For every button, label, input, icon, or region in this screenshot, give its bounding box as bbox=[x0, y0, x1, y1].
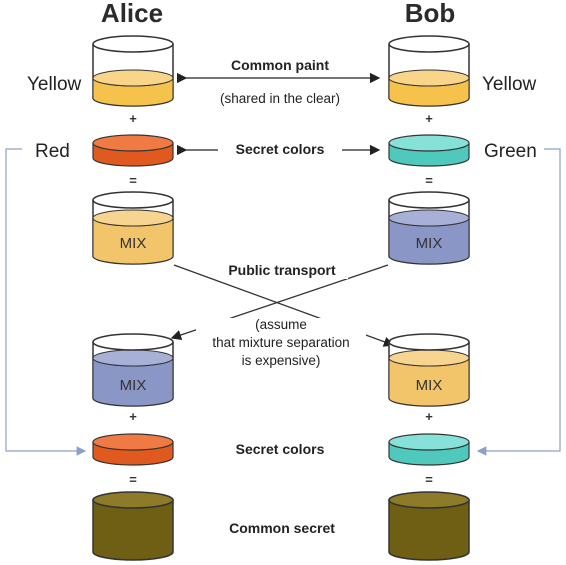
bob-received-mix-container bbox=[388, 333, 470, 407]
assume-line-2: that mixture separation bbox=[212, 335, 349, 350]
bob-mix-container bbox=[388, 191, 470, 265]
red-label: Red bbox=[35, 141, 70, 162]
alice-common-secret-cylinder bbox=[92, 491, 174, 561]
bob-mix-label: MIX bbox=[416, 235, 443, 252]
bob-equals-2: = bbox=[425, 472, 433, 487]
bob-secret-reuse-arrow bbox=[476, 148, 561, 456]
bob-received-mix-label: MIX bbox=[416, 377, 443, 394]
alice-red-disc-2 bbox=[92, 433, 174, 466]
alice-red-disc bbox=[92, 134, 174, 167]
assume-line-3: is expensive) bbox=[242, 353, 321, 368]
alice-equals-1: = bbox=[129, 173, 137, 188]
transport-label-bg bbox=[218, 261, 348, 279]
bob-teal-disc-2 bbox=[388, 433, 470, 466]
alice-mix-container bbox=[92, 191, 174, 265]
bob-plus-1: + bbox=[425, 111, 433, 126]
alice-plus-2: + bbox=[129, 409, 137, 424]
public-transport-label: Public transport bbox=[228, 262, 336, 278]
bob-title: Bob bbox=[405, 0, 456, 28]
bob-yellow-container bbox=[388, 35, 470, 107]
alice-mix-label: MIX bbox=[120, 235, 147, 252]
assume-line-1: (assume bbox=[255, 317, 307, 332]
bob-common-secret-cylinder bbox=[388, 491, 470, 561]
assumption-bg bbox=[196, 318, 366, 370]
alice-plus-1: + bbox=[129, 111, 137, 126]
alice-equals-2: = bbox=[129, 472, 137, 487]
alice-yellow-container bbox=[92, 35, 174, 107]
common-paint-label: Common paint bbox=[231, 57, 329, 73]
alice-yellow-label: Yellow bbox=[27, 74, 82, 95]
alice-received-mix-label: MIX bbox=[120, 377, 147, 394]
shared-in-clear-label: (shared in the clear) bbox=[220, 91, 340, 106]
common-secret-label: Common secret bbox=[229, 520, 335, 536]
alice-secret-reuse-arrow bbox=[5, 148, 87, 456]
bob-plus-2: + bbox=[425, 409, 433, 424]
green-label: Green bbox=[484, 141, 537, 162]
bob-yellow-label: Yellow bbox=[482, 74, 537, 95]
secret-colors-top-label: Secret colors bbox=[236, 141, 325, 157]
bob-equals-1: = bbox=[425, 173, 433, 188]
alice-received-mix-container bbox=[92, 333, 174, 407]
secret-colors-bottom-label: Secret colors bbox=[236, 441, 325, 457]
bob-teal-disc bbox=[388, 134, 470, 167]
alice-title: Alice bbox=[101, 0, 163, 28]
